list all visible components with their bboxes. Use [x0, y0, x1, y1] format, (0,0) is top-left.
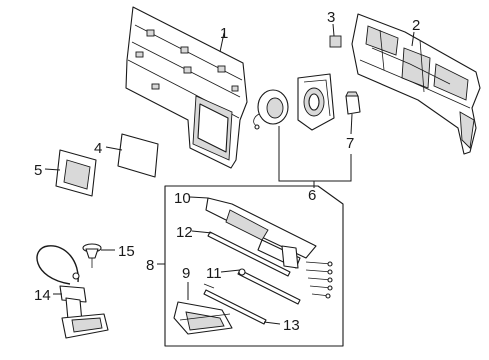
- part-7-bracket: [345, 91, 361, 115]
- part-14-jack-bracket: [36, 245, 109, 339]
- callout-10: 10: [174, 190, 191, 207]
- callout-4: 4: [94, 140, 102, 157]
- part-15-bolt: [82, 243, 102, 268]
- part-1-trim-panel: [125, 6, 248, 169]
- part-4-cover: [117, 133, 159, 178]
- callout-2: 2: [412, 17, 420, 34]
- part-3-clip: [329, 35, 342, 48]
- callout-6: 6: [308, 187, 316, 204]
- callout-3: 3: [327, 9, 335, 26]
- callout-labels: 1 2 3 4 5 6 7 8 9 10 11 12 13 14 15: [34, 9, 420, 334]
- callout-1: 1: [220, 25, 228, 42]
- part-6-speaker-assembly: [253, 73, 352, 188]
- callout-7: 7: [346, 135, 354, 152]
- callout-5: 5: [34, 162, 42, 179]
- part-5-access-cover: [55, 149, 97, 197]
- callout-15: 15: [118, 243, 135, 260]
- callout-9: 9: [182, 265, 190, 282]
- callout-8: 8: [146, 257, 154, 274]
- callout-14: 14: [34, 287, 51, 304]
- callout-13: 13: [283, 317, 300, 334]
- callout-11: 11: [206, 265, 222, 282]
- part-2-insulator-panel: [351, 13, 481, 155]
- callout-12: 12: [176, 224, 193, 241]
- part-8-tool-kit-group: [164, 185, 344, 347]
- leader-lines: [44, 23, 415, 325]
